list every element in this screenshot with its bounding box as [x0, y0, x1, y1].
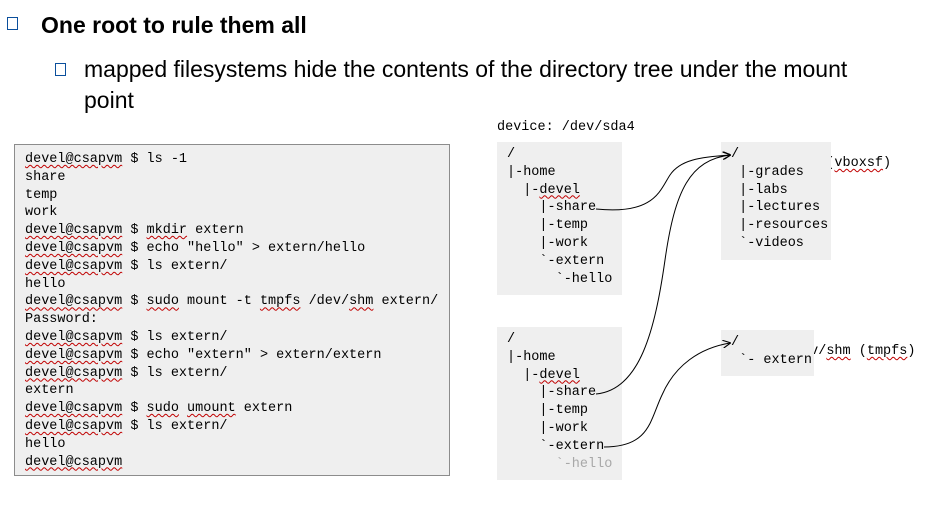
terminal-line: devel@csapvm $ ls extern/	[25, 258, 228, 274]
terminal-line: Password:	[25, 312, 98, 328]
tree-line: `-hello	[507, 456, 613, 472]
tree-line: |-labs	[731, 182, 788, 198]
terminal-line: work	[25, 205, 58, 221]
device-label-sda4: device: /dev/sda4	[497, 120, 635, 135]
heading-bullet-icon	[7, 17, 18, 30]
subbullet-icon	[55, 63, 66, 76]
tree-line: |-work	[507, 235, 589, 251]
arrow-share-mounted-to-host	[595, 155, 730, 395]
tree-line: `-hello	[507, 271, 613, 287]
tree-line: |-devel	[507, 367, 580, 383]
tree-line: `-extern	[507, 438, 605, 454]
tree-line: |-resources	[731, 218, 829, 234]
tree-sda4-after-mount: / |-home |-devel |-share |-temp |-work `-…	[497, 327, 622, 480]
tree-line: `-videos	[731, 235, 804, 251]
tree-line: `-extern	[507, 253, 605, 269]
tree-sda4-before-mount: / |-home |-devel |-share |-temp |-work `-…	[497, 142, 622, 295]
tree-line: |-home	[507, 164, 556, 180]
terminal-line: devel@csapvm $ mkdir extern	[25, 223, 244, 239]
terminal-line: devel@csapvm $ sudo umount extern	[25, 401, 293, 417]
tree-line: |-home	[507, 349, 556, 365]
tree-line: |-lectures	[731, 200, 821, 216]
terminal-line: devel@csapvm $ ls extern/	[25, 418, 228, 434]
tree-line: |-share	[507, 385, 597, 401]
tree-line: /	[731, 335, 740, 350]
arrow-share-to-host	[595, 155, 730, 211]
terminal-line: devel@csapvm $ ls -1	[25, 152, 188, 167]
terminal-line: hello	[25, 436, 66, 452]
terminal-session: devel@csapvm $ ls -1 share temp work devel@c…	[14, 144, 450, 476]
tree-shm-tmpfs: / `- extern	[721, 330, 814, 376]
tree-line: /	[731, 147, 740, 162]
tree-line: /	[507, 147, 516, 162]
terminal-line: devel@csapvm $ ls extern/	[25, 365, 228, 381]
terminal-line: devel@csapvm $ echo "extern" > extern/ex…	[25, 347, 382, 363]
terminal-line: share	[25, 169, 66, 185]
terminal-line: devel@csapvm	[25, 454, 123, 470]
tree-line: |-temp	[507, 218, 589, 234]
tree-line: `- extern	[731, 352, 813, 368]
terminal-line: devel@csapvm $ echo "hello" > extern/hel…	[25, 240, 366, 256]
terminal-line: hello	[25, 276, 66, 292]
tree-host-vboxsf: / |-grades |-labs |-lectures |-resources…	[721, 142, 831, 260]
terminal-line: devel@csapvm $ ls extern/	[25, 329, 228, 345]
tree-line: |-share	[507, 200, 597, 216]
slide-heading: One root to rule them all	[41, 12, 307, 38]
subbullet-text: mapped filesystems hide the contents of …	[84, 56, 848, 113]
tree-line: |-devel	[507, 182, 580, 198]
tree-line: |-work	[507, 420, 589, 436]
tree-line: /	[507, 332, 516, 347]
tree-line: |-grades	[731, 164, 804, 180]
arrow-extern-to-shm	[603, 343, 730, 448]
terminal-line: extern	[25, 383, 74, 399]
tree-line: |-temp	[507, 403, 589, 419]
terminal-line: temp	[25, 187, 58, 203]
terminal-line: devel@csapvm $ sudo mount -t tmpfs /dev/…	[25, 294, 439, 310]
